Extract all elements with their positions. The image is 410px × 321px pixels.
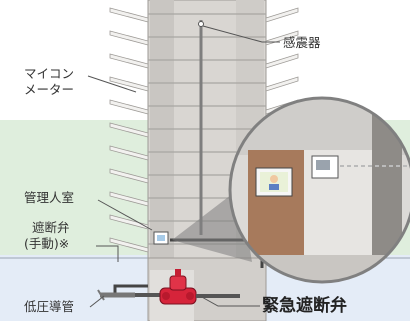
left-balcony [109,122,149,138]
shutoff-valve-label-1: 遮断弁 [32,220,70,235]
left-balcony [109,30,149,46]
low-pressure-pipe-label: 低圧導管 [24,299,75,314]
pipe-end [97,289,105,301]
management-room-label: 管理人室 [24,190,75,205]
emergency-shutoff-valve-label: 緊急遮断弁 [262,296,347,316]
left-balcony [109,7,149,23]
microcomputer-meter-label-1: マイコン [24,66,75,81]
management-room-window [157,235,165,241]
microcomputer-meter-label-2: メーター [24,82,75,97]
leader-lines [87,25,280,308]
left-balcony [109,191,149,207]
shutoff-valve-label-2: (手動)※ [24,236,70,251]
left-balcony [109,145,149,161]
left-balcony [109,99,149,115]
left-balcony [109,168,149,184]
left-balcony [109,214,149,230]
seismometer-label: 感震器 [283,35,321,50]
left-balcony [109,53,149,69]
left-balcony [109,76,149,92]
seismometer-point [198,21,204,27]
room-wall [248,150,308,258]
right-balcony [265,7,299,23]
right-balcony [265,76,299,92]
zoom-circle-border [228,96,410,284]
right-balcony [265,53,299,69]
left-balcony [109,237,149,253]
emergency-shutoff-valve-icon [159,269,197,305]
